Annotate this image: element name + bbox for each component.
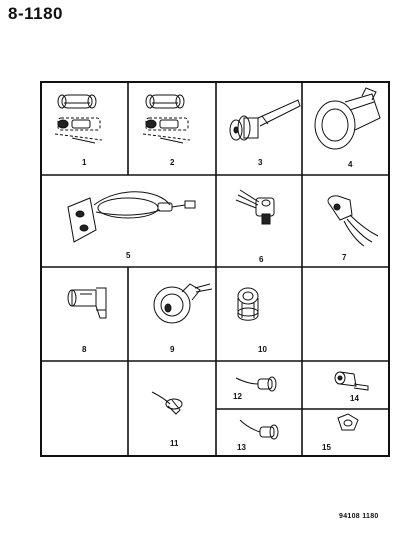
part-10-illustration xyxy=(237,287,259,321)
part-13-label: 13 xyxy=(237,443,246,452)
part-11-label: 11 xyxy=(170,439,179,448)
grid-frame xyxy=(40,81,390,457)
page-number: 8-1180 xyxy=(8,4,63,23)
drawing-code: 94108 1180 xyxy=(339,513,379,520)
part-5-illustration xyxy=(67,191,196,243)
part-12-label: 12 xyxy=(233,392,242,401)
part-2-label: 2 xyxy=(170,158,175,167)
part-8-label: 8 xyxy=(82,345,87,354)
part-3-label: 3 xyxy=(258,158,263,167)
part-4-illustration xyxy=(314,87,381,150)
part-5-label: 5 xyxy=(126,251,131,260)
part-11-illustration xyxy=(151,391,183,415)
part-1-label: 1 xyxy=(82,158,87,167)
part-7-label: 7 xyxy=(342,253,347,262)
part-2-illustration xyxy=(142,94,191,144)
part-9-illustration xyxy=(153,283,213,324)
part-8-illustration xyxy=(67,287,107,319)
part-15-label: 15 xyxy=(322,443,331,452)
part-3-illustration xyxy=(229,99,301,141)
part-1-illustration xyxy=(54,94,103,144)
part-9-label: 9 xyxy=(170,345,175,354)
part-10-label: 10 xyxy=(258,345,267,354)
part-7-illustration xyxy=(327,195,379,247)
part-13-illustration xyxy=(239,419,279,440)
part-12-illustration xyxy=(235,376,277,392)
part-14-label: 14 xyxy=(350,394,359,403)
part-4-label: 4 xyxy=(348,160,353,169)
part-15-illustration xyxy=(337,413,359,431)
part-14-illustration xyxy=(334,371,369,391)
part-6-label: 6 xyxy=(259,255,264,264)
part-6-illustration xyxy=(235,189,275,225)
